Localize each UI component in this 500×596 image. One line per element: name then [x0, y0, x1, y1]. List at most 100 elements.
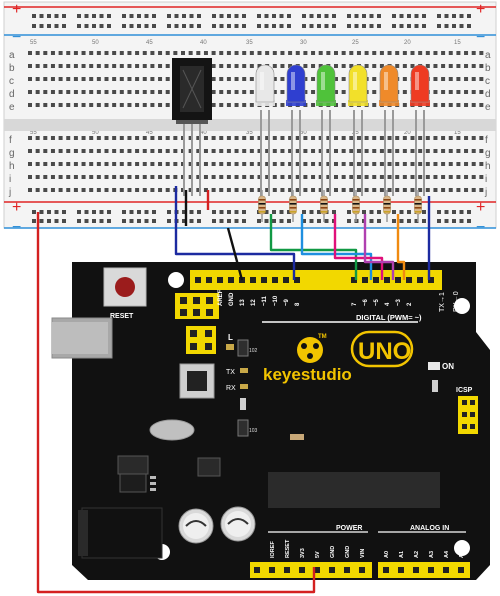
- rail-hole: [77, 210, 81, 214]
- digital-socket[interactable]: [283, 277, 289, 283]
- digital-socket[interactable]: [406, 277, 412, 283]
- rail-hole: [122, 210, 126, 214]
- ir-receiver-window: [182, 69, 202, 109]
- led-lens: [255, 64, 275, 103]
- uno-badge: [350, 330, 414, 368]
- rail-hole: [129, 210, 134, 214]
- row-letter-g-left: g: [9, 148, 15, 159]
- power-socket[interactable]: [284, 567, 290, 573]
- rail-hole: [369, 219, 374, 223]
- rail-hole: [332, 210, 336, 214]
- power-pin-label: RESET: [285, 539, 291, 558]
- digital-socket[interactable]: [206, 277, 212, 283]
- analog-socket[interactable]: [458, 567, 464, 573]
- row-letter-j-right: j: [484, 187, 487, 198]
- breadboard-hole: [402, 149, 407, 153]
- breadboard-hole: [226, 51, 231, 55]
- digital-pin-label: 12: [251, 299, 257, 306]
- digital-socket[interactable]: [428, 277, 434, 283]
- mount-hole-bottom-right: [454, 540, 470, 556]
- power-socket[interactable]: [254, 567, 260, 573]
- breadboard-hole: [341, 77, 346, 81]
- breadboard-hole: [234, 51, 239, 55]
- breadboard-hole: [318, 64, 323, 68]
- breadboard-hole: [58, 149, 63, 153]
- rail-hole: [47, 24, 51, 28]
- breadboard-hole: [219, 162, 224, 166]
- analog-pin-label: A1: [399, 551, 405, 558]
- breadboard-hole: [211, 188, 216, 192]
- digital-socket[interactable]: [384, 277, 390, 283]
- rail-hole: [452, 24, 456, 28]
- rail-hole: [32, 14, 36, 18]
- header-2x3-yellow: [175, 293, 219, 319]
- rail-hole: [189, 24, 194, 28]
- power-socket[interactable]: [269, 567, 275, 573]
- reset-button[interactable]: [115, 277, 135, 297]
- breadboard-hole: [28, 51, 32, 55]
- digital-socket[interactable]: [272, 277, 278, 283]
- breadboard-hole: [119, 51, 124, 55]
- resistor-102-top: [237, 339, 249, 357]
- breadboard-hole: [219, 51, 224, 55]
- breadboard-hole: [112, 149, 117, 153]
- rail-hole: [444, 210, 449, 214]
- digital-socket[interactable]: [351, 277, 357, 283]
- analog-socket[interactable]: [443, 567, 449, 573]
- breadboard-hole: [119, 136, 124, 140]
- breadboard-hole: [402, 77, 407, 81]
- power-socket[interactable]: [329, 567, 335, 573]
- breadboard-hole: [349, 149, 354, 153]
- digital-socket[interactable]: [417, 277, 423, 283]
- breadboard-hole: [81, 77, 86, 81]
- breadboard-hole: [158, 64, 163, 68]
- breadboard-hole: [326, 136, 331, 140]
- digital-socket[interactable]: [228, 277, 234, 283]
- rail-hole: [459, 24, 464, 28]
- breadboard-hole: [28, 175, 32, 179]
- digital-socket[interactable]: [294, 277, 300, 283]
- analog-socket[interactable]: [398, 567, 404, 573]
- digital-socket[interactable]: [261, 277, 267, 283]
- rail-hole: [107, 24, 111, 28]
- power-socket[interactable]: [344, 567, 350, 573]
- power-socket[interactable]: [359, 567, 365, 573]
- breadboard-hole: [188, 188, 193, 192]
- digital-socket[interactable]: [395, 277, 401, 283]
- power-socket[interactable]: [314, 567, 320, 573]
- analog-socket[interactable]: [383, 567, 389, 573]
- breadboard-hole: [165, 51, 170, 55]
- rail-hole: [354, 24, 359, 28]
- breadboard-hole: [257, 136, 262, 140]
- power-socket[interactable]: [299, 567, 305, 573]
- breadboard-hole: [89, 77, 94, 81]
- digital-socket[interactable]: [373, 277, 379, 283]
- breadboard-hole: [433, 188, 438, 192]
- rail-hole: [272, 14, 276, 18]
- breadboard-hole: [418, 149, 423, 153]
- breadboard-hole: [226, 90, 231, 94]
- analog-socket[interactable]: [428, 567, 434, 573]
- breadboard-hole: [173, 162, 178, 166]
- digital-socket[interactable]: [362, 277, 368, 283]
- digital-socket[interactable]: [195, 277, 201, 283]
- rail-hole: [47, 219, 51, 223]
- breadboard-hole: [341, 90, 346, 94]
- rail-hole: [197, 24, 201, 28]
- breadboard-hole: [418, 51, 423, 55]
- rail-hole: [414, 14, 419, 18]
- breadboard-hole: [464, 103, 469, 107]
- breadboard-hole: [433, 77, 438, 81]
- header-pin: [206, 309, 213, 316]
- analog-socket[interactable]: [413, 567, 419, 573]
- breadboard-hole: [471, 51, 476, 55]
- header-pin: [193, 309, 200, 316]
- digital-socket[interactable]: [250, 277, 256, 283]
- breadboard-hole: [249, 77, 254, 81]
- breadboard-hole: [402, 103, 407, 107]
- breadboard-hole: [119, 90, 124, 94]
- digital-socket[interactable]: [217, 277, 223, 283]
